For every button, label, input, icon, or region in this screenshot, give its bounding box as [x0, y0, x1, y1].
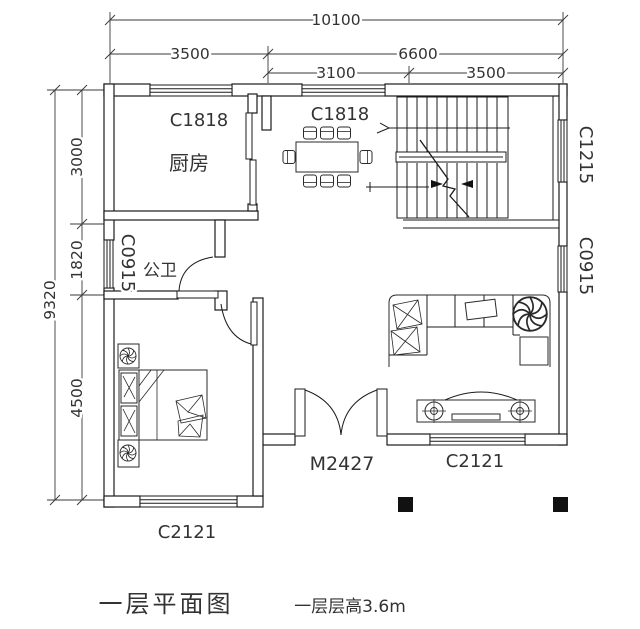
window-c1215-right — [557, 119, 568, 183]
tv — [451, 413, 501, 421]
furniture-bed — [117, 343, 208, 468]
window-label-living: C2121 — [446, 451, 504, 472]
wall-bedroom-right — [252, 297, 264, 497]
wall-bathroom-bottom — [103, 290, 179, 300]
dining-table — [295, 141, 359, 173]
wall-right-1 — [558, 83, 568, 121]
sofa-pillow — [464, 298, 498, 321]
window-label-c1215: C1215 — [575, 126, 596, 184]
window-c2121-bedroom — [139, 495, 238, 508]
column-right — [553, 497, 568, 512]
stair-direction-tail — [366, 182, 429, 192]
wall-kitchen-right-top — [247, 93, 258, 114]
window-label-c0915-left: C0915 — [117, 234, 138, 292]
furniture-tv — [416, 391, 536, 424]
stair-direction-up — [376, 122, 510, 134]
dim-top-6600-label: 6600 — [398, 45, 437, 63]
wall-bottom-bedroom-1 — [103, 495, 141, 508]
dim-left-total-label: 9320 — [41, 280, 59, 319]
window-label-c0915-right: C0915 — [575, 237, 596, 295]
wall-right-3 — [558, 291, 568, 446]
window-kitchen-top — [149, 84, 233, 97]
sofa-corner-plant — [512, 296, 548, 332]
wall-left-2 — [103, 287, 115, 508]
furniture-sofa — [388, 294, 551, 367]
wall-bottom-living-1 — [386, 433, 431, 446]
stair-treads-lower — [406, 163, 498, 218]
wall-right-2 — [558, 181, 568, 247]
wall-bottom-bedroom-2 — [236, 495, 264, 508]
windows — [103, 84, 568, 508]
window-label-kitchen: C1818 — [170, 110, 228, 131]
sofa-cushions — [390, 299, 423, 356]
dim-left-3000-label: 3000 — [68, 137, 86, 176]
sofa-outline — [388, 294, 551, 367]
stair-break-line — [419, 139, 470, 218]
kitchen-sliding-door — [245, 112, 257, 206]
bed — [138, 369, 208, 441]
dimensions-left: 9320 3000 1820 4500 — [39, 84, 104, 506]
caption-plan-title: 一层平面图 — [99, 590, 234, 618]
bed-quilt — [175, 394, 207, 438]
stair-arrow-right — [461, 180, 473, 188]
dim-top-3100-label: 3100 — [316, 64, 355, 82]
window-c2121-living — [429, 433, 526, 446]
stair-landing-edge — [403, 219, 559, 229]
labels: C1818 厨房 C1818 C1215 C0915 C0915 公卫 C212… — [96, 102, 599, 621]
porch-columns — [398, 497, 568, 512]
window-label-bedroom: C2121 — [158, 522, 216, 543]
tv-stand-arch — [444, 391, 518, 401]
bedroom-door — [220, 301, 258, 346]
bathroom-door — [176, 256, 219, 299]
door-label-entry: M2427 — [310, 453, 375, 475]
room-label-bathroom: 公卫 — [143, 261, 177, 281]
caption-floor-height: 一层层高3.6m — [294, 597, 406, 617]
dim-left-4500-label: 4500 — [68, 378, 86, 417]
window-c0915-right — [557, 245, 568, 293]
dimensions-top: 10100 3500 6600 3100 3500 — [104, 9, 569, 85]
furniture-dining — [282, 126, 373, 188]
entry-double-door — [294, 388, 388, 437]
dim-top-total-label: 10100 — [311, 11, 360, 29]
window-label-dining: C1818 — [311, 104, 369, 125]
wall-top-2 — [231, 83, 303, 97]
stair-treads-upper — [406, 97, 498, 152]
wall-kitchen-bottom — [103, 210, 259, 221]
room-label-kitchen: 厨房 — [169, 151, 209, 175]
staircase — [366, 96, 554, 220]
dim-top-3500-label: 3500 — [170, 45, 209, 63]
window-dining-top — [301, 84, 386, 97]
column-left — [398, 497, 413, 512]
wall-bottom-entry-left — [261, 433, 296, 446]
window-c0915-left — [103, 239, 114, 289]
sofa-ottoman — [519, 336, 549, 366]
doors — [176, 112, 388, 437]
wall-bathroom-right — [214, 219, 226, 258]
wall-bottom-living-2 — [524, 433, 568, 446]
wall-dining-stub — [261, 95, 272, 131]
tv-stand — [416, 399, 536, 423]
dim-left-1820-label: 1820 — [68, 240, 86, 279]
stair-arrow-left — [431, 180, 443, 188]
wall-top-3 — [384, 83, 568, 97]
dim-top-3500b-label: 3500 — [466, 64, 505, 82]
